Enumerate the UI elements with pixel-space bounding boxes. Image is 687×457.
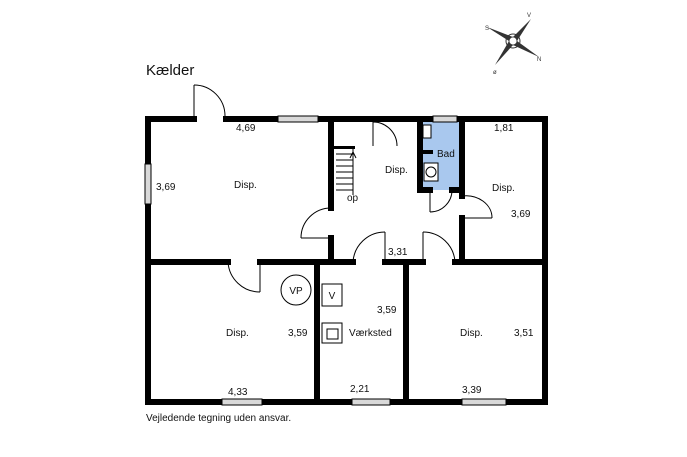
workshop-v-label: V — [329, 291, 336, 302]
walls — [145, 116, 548, 405]
dim-top-right-depth: 3,69 — [511, 209, 531, 220]
compass-icon: S V N ø — [485, 13, 541, 76]
dim-top-left-depth: 3,69 — [156, 182, 176, 193]
floor-title: Kælder — [146, 62, 194, 79]
dim-hall-depth: 3,31 — [388, 247, 408, 258]
dim-top-right-width: 1,81 — [494, 123, 514, 134]
disclaimer: Vejledende tegning uden ansvar. — [146, 413, 291, 424]
stair-top — [333, 146, 355, 149]
stairs — [336, 148, 357, 195]
workshop-sink — [321, 322, 343, 344]
sink — [423, 162, 439, 182]
dim-bottom-right-depth: 3,51 — [514, 328, 534, 339]
dim-bottom-left-depth: 3,59 — [288, 328, 308, 339]
bath-fixtures — [422, 124, 439, 182]
room-label-workshop: Værksted — [349, 328, 392, 339]
compass-s: S — [485, 26, 489, 32]
compass-n: N — [537, 57, 541, 63]
room-label-hall: Disp. — [385, 165, 408, 176]
room-label-bath: Bad — [437, 149, 455, 160]
room-label-disp-top-right: Disp. — [492, 183, 515, 194]
dim-bottom-right-width: 3,39 — [462, 385, 482, 396]
workshop-v-box — [321, 283, 343, 307]
boiler-symbol — [280, 274, 312, 306]
compass-v: V — [527, 13, 531, 19]
dim-bottom-left-width: 4,33 — [228, 387, 248, 398]
dim-workshop-depth: 3,59 — [377, 305, 397, 316]
bath-wall-stub — [423, 150, 433, 154]
room-label-disp-bottom-left: Disp. — [226, 328, 249, 339]
toilet — [422, 124, 432, 139]
dim-top-left-width: 4,69 — [236, 123, 256, 134]
room-label-disp-bottom-right: Disp. — [460, 328, 483, 339]
windows — [144, 115, 507, 406]
room-label-disp-top-left: Disp. — [234, 180, 257, 191]
doors — [193, 84, 493, 293]
dim-workshop-width: 2,21 — [350, 384, 370, 395]
stairs-label: op — [347, 193, 359, 204]
boiler-label: VP — [289, 286, 303, 297]
compass-o: ø — [493, 70, 497, 76]
